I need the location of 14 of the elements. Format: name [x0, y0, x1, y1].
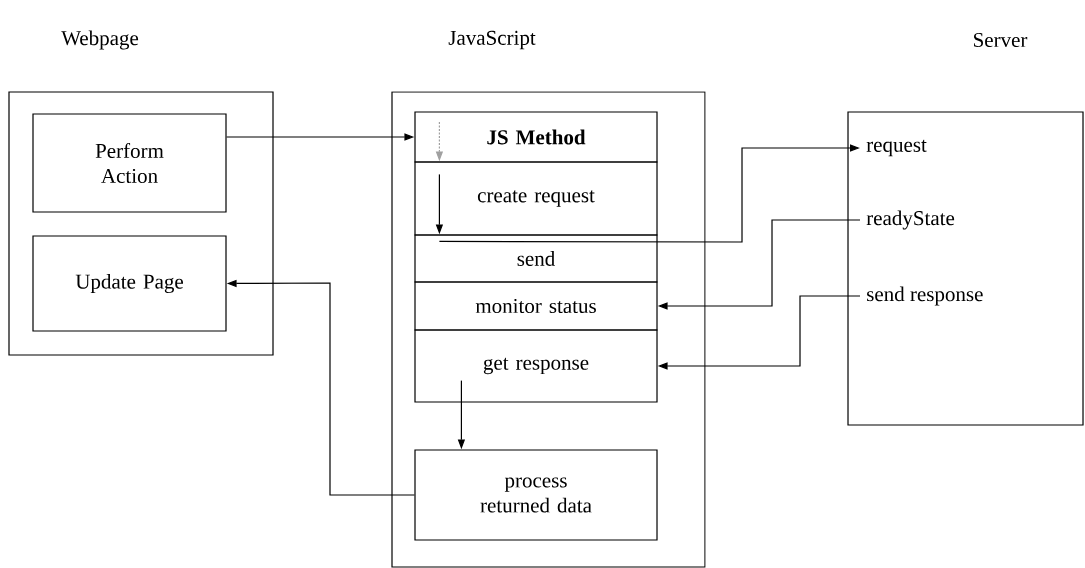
- process-box: Update Page: [32, 235, 227, 332]
- process-box: Perform Action: [32, 113, 227, 213]
- method-row: send: [414, 234, 658, 283]
- method-row: JS Method: [414, 111, 658, 163]
- method-row: monitor status: [414, 281, 658, 331]
- column-title: JavaScript: [448, 30, 536, 50]
- server-item: send response: [867, 286, 983, 306]
- process-box: process returned data: [414, 449, 658, 541]
- column-title: Webpage: [61, 30, 139, 50]
- method-row: create request: [414, 161, 658, 236]
- column-title: Server: [974, 32, 1028, 48]
- method-row: get response: [414, 329, 658, 403]
- server-item: request: [866, 139, 927, 157]
- server-item: readyState: [866, 210, 955, 230]
